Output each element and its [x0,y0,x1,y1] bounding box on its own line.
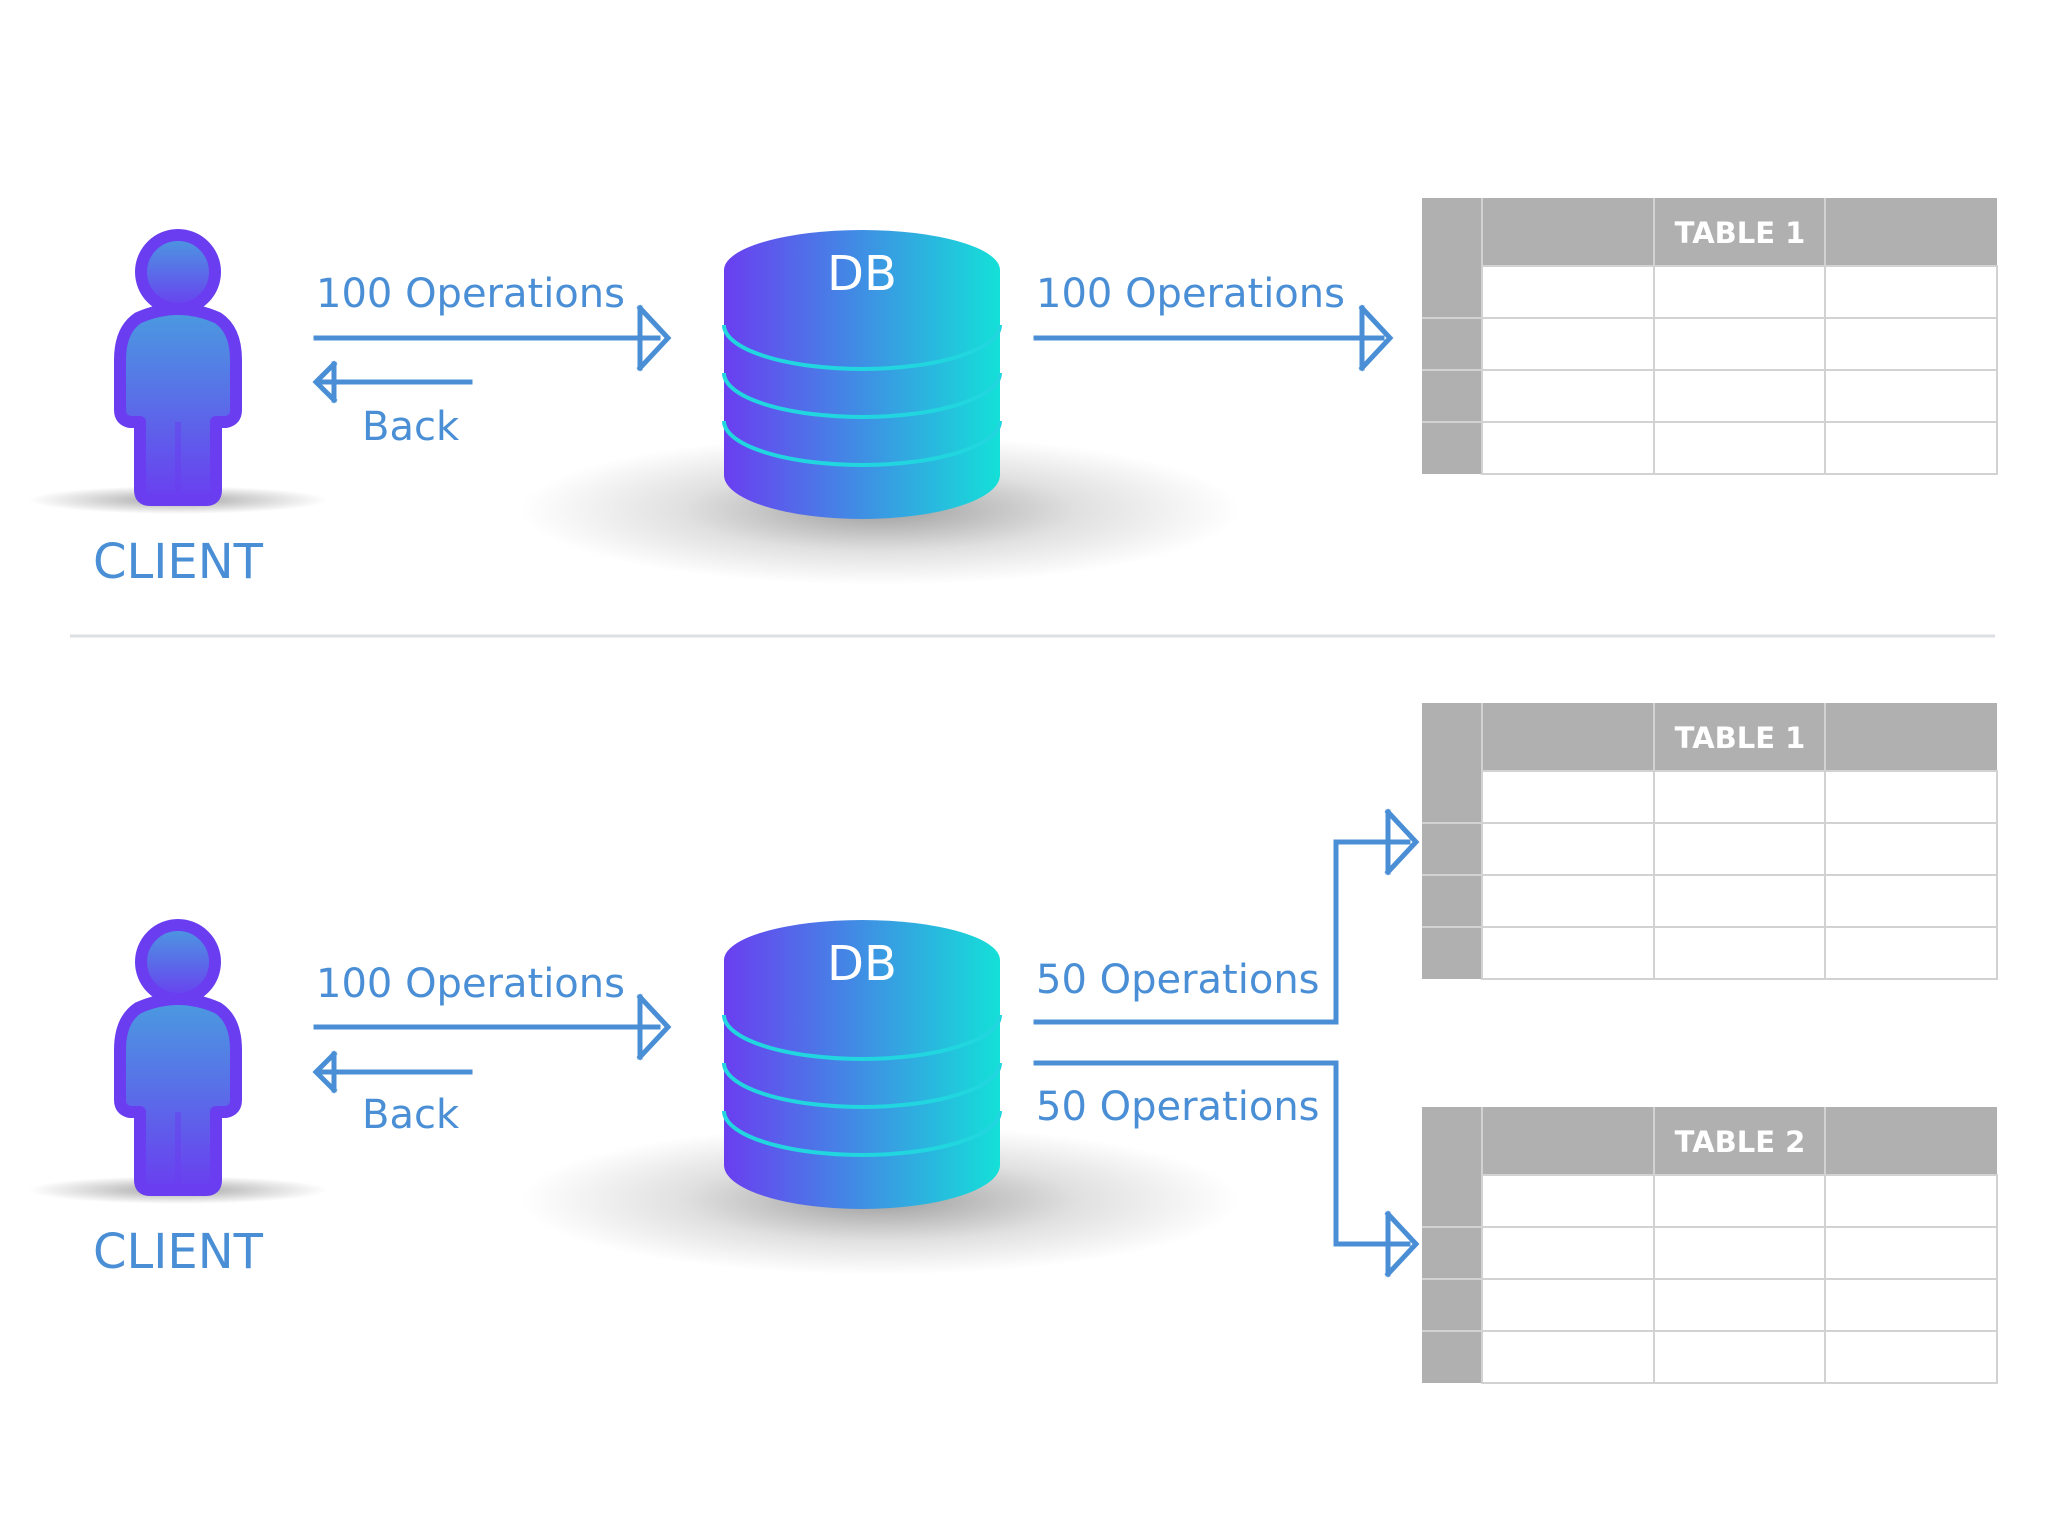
top-database: DB [520,230,1240,585]
person-icon [114,919,242,1196]
output-arrow-upper [1033,808,1420,1025]
client-label: CLIENT [93,1224,264,1280]
back-arrow [312,1050,473,1094]
output-label-lower: 50 Operations [1036,1084,1320,1130]
top-diagram: CLIENT 100 Operations Back DB [28,198,1998,590]
bottom-database: DB [520,920,1240,1275]
db-label: DB [827,246,897,302]
table-title: TABLE 2 [1675,1125,1806,1159]
request-label: 100 Operations [316,961,625,1007]
request-arrow [313,993,672,1061]
database-icon [722,920,1002,1209]
request-label: 100 Operations [316,271,625,317]
database-icon [722,230,1002,519]
table-title: TABLE 1 [1675,721,1806,755]
person-icon [114,229,242,506]
request-arrow [313,304,672,372]
db-label: DB [827,936,897,992]
table-title: TABLE 1 [1675,216,1806,250]
table-1: TABLE 1 [1422,703,1998,980]
back-arrow [312,360,473,404]
top-client: CLIENT [28,229,328,590]
output-arrow-lower [1033,1060,1420,1278]
output-arrow [1033,304,1394,372]
table-1: TABLE 1 [1422,198,1998,475]
back-label: Back [362,404,460,450]
table-2: TABLE 2 [1422,1107,1998,1384]
output-label: 100 Operations [1036,271,1345,317]
output-label-upper: 50 Operations [1036,957,1320,1003]
bottom-diagram: CLIENT 100 Operations Back DB [28,703,1998,1384]
client-label: CLIENT [93,534,264,590]
bottom-client: CLIENT [28,919,328,1280]
back-label: Back [362,1092,460,1138]
